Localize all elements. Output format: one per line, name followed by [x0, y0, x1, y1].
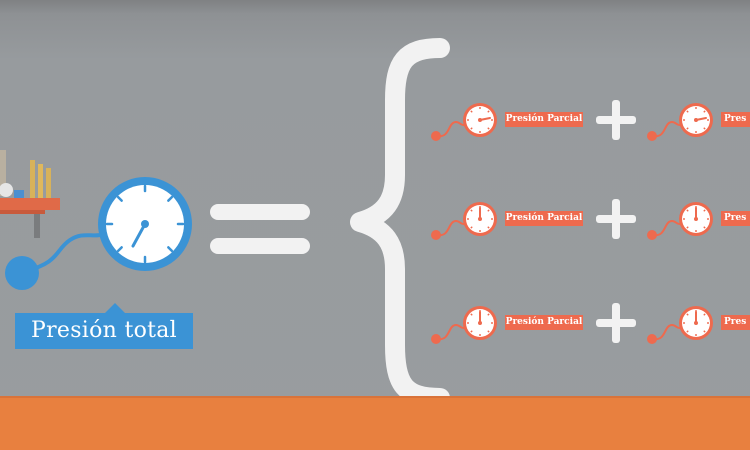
plus-sign-icon: [596, 199, 636, 239]
gauge-needle: [131, 222, 147, 248]
partial-pressure-label: Pres: [721, 112, 750, 127]
pressure-gauge-icon: [647, 103, 713, 141]
curly-brace-icon: [350, 38, 450, 408]
gauge-bulb: [5, 256, 39, 290]
partial-pressure-label: Presión Parcial: [505, 211, 583, 226]
plus-sign-icon: [596, 303, 636, 343]
lab-shelf-icon: [0, 150, 60, 238]
total-pressure-label: Presión total: [15, 303, 193, 349]
partial-pressure-label: Pres: [721, 315, 750, 330]
partial-pressure-label: Presión Parcial: [505, 112, 583, 127]
partial-pressure-rows: [431, 100, 713, 344]
total-pressure-gauge: [5, 177, 192, 290]
pressure-gauge-icon: [647, 306, 713, 344]
partial-row: [431, 100, 713, 141]
partial-pressure-label: Presión Parcial: [505, 315, 583, 330]
gauge-tube: [24, 230, 110, 273]
pressure-gauge-icon: [647, 202, 713, 240]
equals-sign-icon: [210, 204, 310, 254]
partial-row: [431, 199, 713, 240]
floor: [0, 398, 750, 450]
pressure-gauge-icon: [431, 103, 497, 141]
floor-edge: [0, 396, 750, 399]
plus-sign-icon: [596, 100, 636, 140]
partial-row: [431, 303, 713, 344]
pressure-gauge-icon: [431, 202, 497, 240]
pressure-gauge-icon: [431, 306, 497, 344]
partial-pressure-label: Pres: [721, 211, 750, 226]
